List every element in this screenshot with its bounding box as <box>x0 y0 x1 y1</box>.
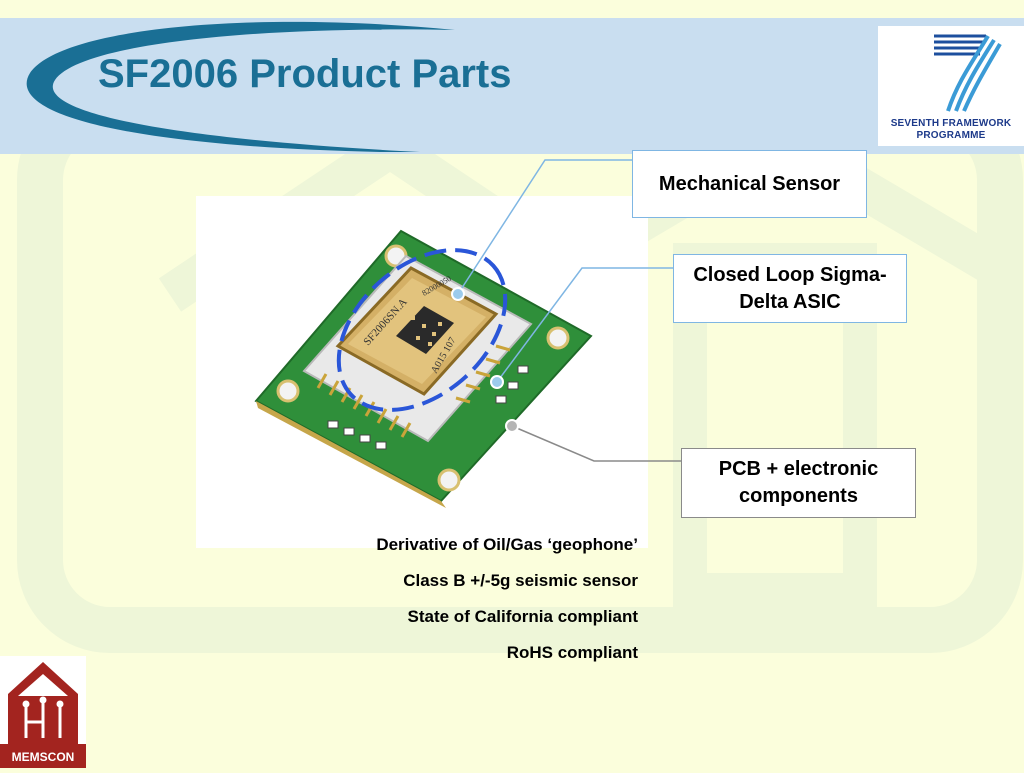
callout-pcb: PCB + electronic components <box>681 448 916 518</box>
callout-asic-line2: Delta ASIC <box>739 290 841 313</box>
fp7-line2: PROGRAMME <box>916 130 986 141</box>
memscon-building-icon <box>0 662 86 768</box>
callout-mechanical-sensor: Mechanical Sensor <box>632 150 867 218</box>
fp7-seven-icon <box>934 34 1002 112</box>
callout-pcb-line1: PCB + electronic <box>718 458 879 480</box>
callout-asic: Closed Loop Sigma- Delta ASIC <box>673 254 907 323</box>
feature-item: RoHS compliant <box>506 643 638 662</box>
page-title: SF2006 Product Parts <box>98 52 512 96</box>
memscon-label: MEMSCON <box>11 750 75 764</box>
memscon-logo: MEMSCON <box>0 656 86 768</box>
callout-asic-line1: Closed Loop Sigma- <box>693 263 887 286</box>
product-photo: SF2006SN.A 82000050 A015 107 <box>196 196 648 548</box>
feature-list: Derivative of Oil/Gas ‘geophone’ Class B… <box>300 534 638 678</box>
feature-item: Derivative of Oil/Gas ‘geophone’ <box>376 535 638 554</box>
feature-item: Class B +/-5g seismic sensor <box>403 571 638 590</box>
feature-item: State of California compliant <box>407 607 638 626</box>
callout-mechanical-sensor-label: Mechanical Sensor <box>658 172 841 195</box>
fp7-logo: SEVENTH FRAMEWORK PROGRAMME <box>878 26 1024 146</box>
fp7-line1: SEVENTH FRAMEWORK <box>890 118 1012 129</box>
callout-pcb-line2: components <box>739 485 858 507</box>
